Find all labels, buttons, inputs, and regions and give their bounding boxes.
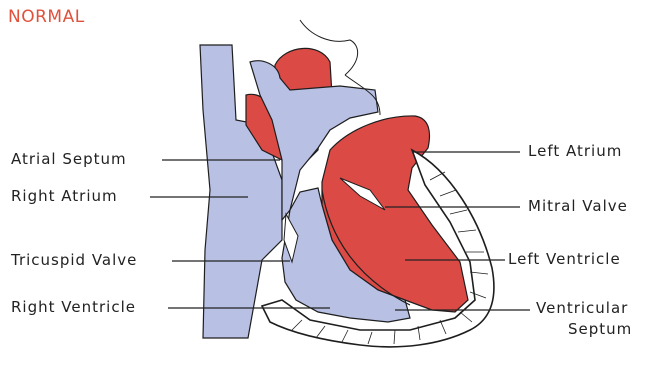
label-atrial-septum: Atrial Septum <box>11 150 127 168</box>
label-left-ventricle: Left Ventricle <box>508 250 621 268</box>
label-ventricular-septum-line1: Ventricular <box>536 299 628 317</box>
label-left-atrium: Left Atrium <box>528 142 622 160</box>
label-tricuspid-valve: Tricuspid Valve <box>11 251 137 269</box>
label-right-atrium: Right Atrium <box>11 187 118 205</box>
diagram-title: NORMAL <box>8 7 85 27</box>
label-mitral-valve: Mitral Valve <box>528 197 628 215</box>
label-right-ventricle: Right Ventricle <box>11 298 136 316</box>
label-ventricular-septum-line2: Septum <box>568 320 632 338</box>
